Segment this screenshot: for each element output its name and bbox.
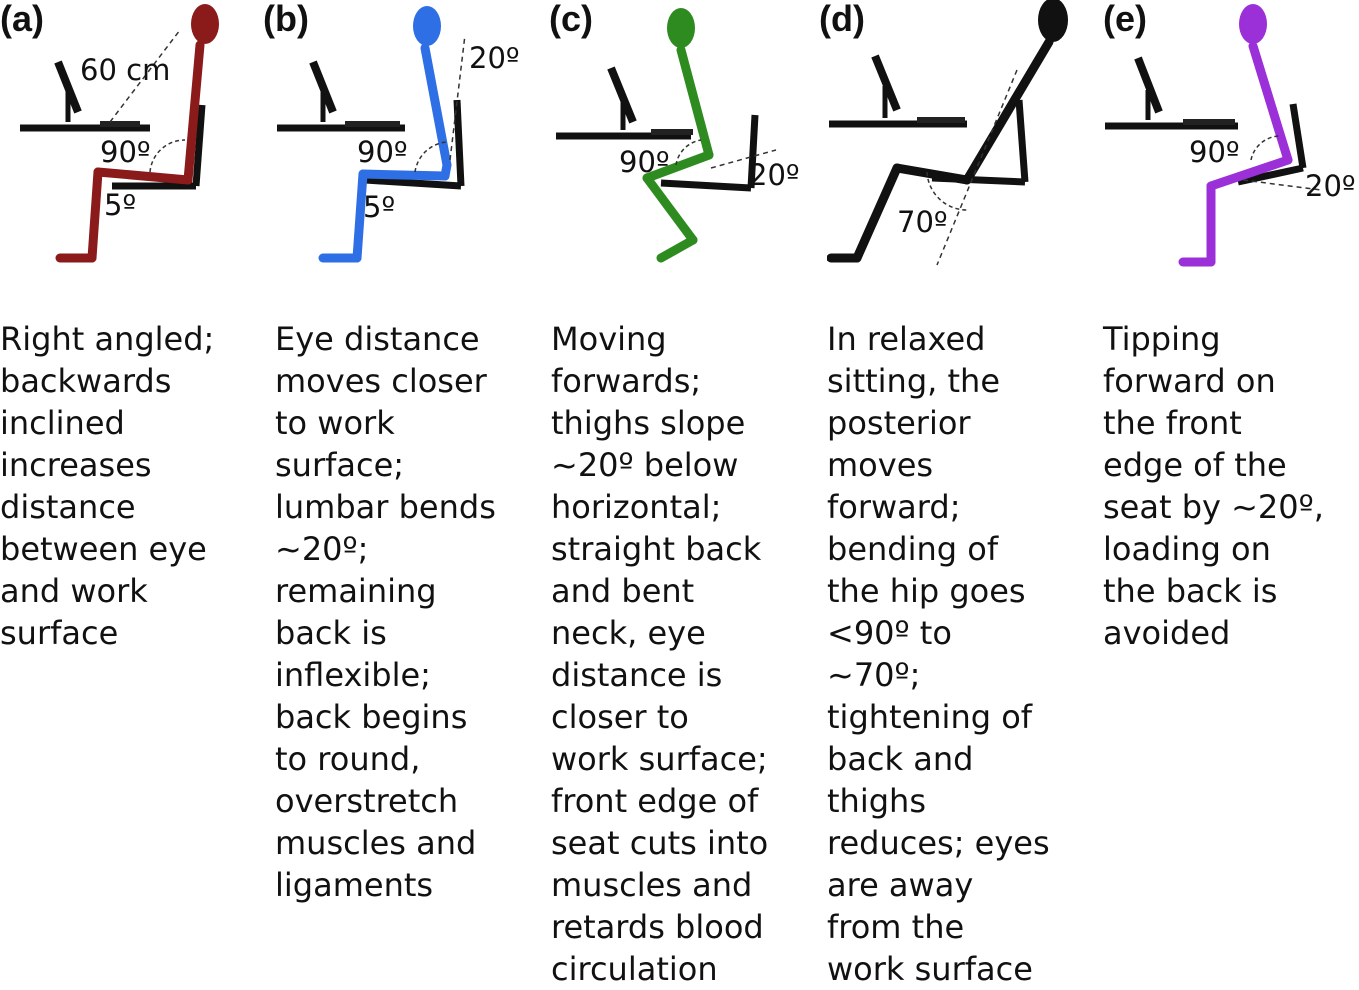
chair-seat — [364, 176, 462, 190]
panel-label-d: (d) — [819, 0, 865, 39]
monitor — [871, 54, 901, 112]
panel-a: 60 cm 90º 5º (a) Right angled; backwards… — [0, 0, 270, 984]
monitor — [309, 60, 337, 114]
annotation-angle-70-d: 70º — [897, 205, 948, 239]
caption-d: In relaxed sitting, the posterior moves … — [827, 320, 1050, 988]
chair-back — [1015, 99, 1029, 183]
annotation-angle-20-b: 20º — [469, 41, 520, 75]
caption-a: Right angled; backwards inclined increas… — [0, 320, 215, 652]
sitting-figure-d — [826, 0, 1068, 263]
annotation-angle-90-b: 90º — [357, 135, 408, 169]
chair-back — [453, 99, 465, 187]
monitor — [54, 60, 82, 114]
annotation-angle-20-e: 20º — [1305, 169, 1356, 203]
posture-illustration-c: 90º 20º — [556, 8, 800, 263]
caption-b: Eye distance moves closer to work surfac… — [275, 320, 496, 904]
posture-figure-c: 90º 20º — [551, 0, 821, 290]
posture-illustration-b: 20º 90º 5º — [277, 6, 520, 263]
panel-c: 90º 20º (c) Moving forwards; thighs slop… — [549, 0, 821, 988]
posture-illustration-d: 70º — [826, 0, 1068, 266]
monitor — [1134, 56, 1163, 114]
chair-seat — [1237, 164, 1304, 186]
posture-illustration-e: 90º 20º — [1105, 4, 1356, 267]
panel-label-e: (e) — [1103, 0, 1147, 39]
annotation-distance-a: 60 cm — [80, 53, 170, 87]
panel-e: 90º 20º (e) Tipping forward on the front… — [1103, 0, 1359, 984]
posture-figure-b: 20º 90º 5º — [275, 0, 545, 290]
annotation-angle-5-b: 5º — [363, 190, 395, 224]
panel-b: 20º 90º 5º (b) Eye distance moves closer… — [263, 0, 545, 984]
annotation-angle-90-c: 90º — [619, 145, 670, 179]
chair-back — [1289, 103, 1307, 169]
annotation-angle-5-a: 5º — [104, 188, 136, 222]
sitting-figure-a — [55, 4, 219, 263]
annotation-angle-90-a: 90º — [100, 135, 151, 169]
panel-label-c: (c) — [549, 0, 593, 39]
sitting-figure-c — [642, 8, 714, 263]
chair-back — [747, 114, 759, 189]
annotation-angle-20-c: 20º — [749, 158, 800, 192]
chair-back — [192, 104, 206, 187]
caption-c: Moving forwards; thighs slope ~20º below… — [551, 320, 769, 988]
chair-seat — [660, 179, 752, 192]
panel-label-a: (a) — [0, 0, 44, 39]
posture-figure-d: 70º — [826, 0, 1097, 290]
posture-figure-e: 90º 20º — [1103, 0, 1359, 290]
caption-e: Tipping forward on the front edge of the… — [1103, 320, 1324, 652]
annotation-angle-90-e: 90º — [1189, 135, 1240, 169]
sitting-figure-b — [318, 6, 452, 263]
panel-d: 70º (d) In relaxed sitting, the posterio… — [819, 0, 1097, 988]
posture-illustration-a: 60 cm 90º 5º — [20, 4, 219, 263]
panel-label-b: (b) — [263, 0, 309, 39]
monitor — [607, 66, 637, 124]
posture-figure-a: 60 cm 90º 5º — [0, 0, 270, 290]
sitting-figure-e — [1178, 4, 1293, 267]
